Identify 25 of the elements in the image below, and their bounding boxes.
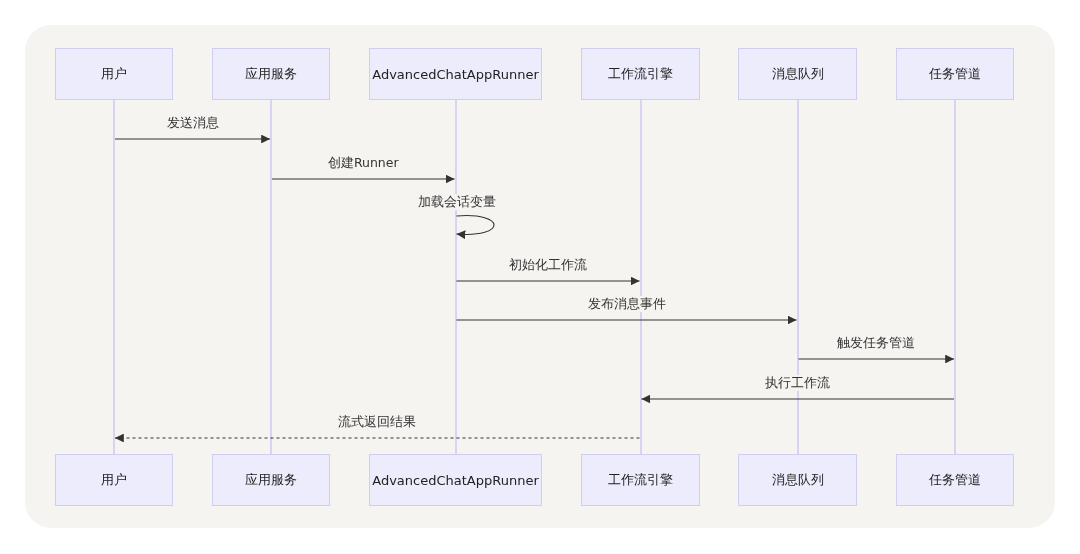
participant-box: 工作流引擎: [581, 454, 700, 506]
message-arrow: [640, 394, 955, 404]
participant-box: 应用服务: [212, 454, 330, 506]
message-label: 初始化工作流: [506, 257, 590, 273]
message-arrow: [271, 174, 456, 184]
self-message-arrow: [455, 215, 495, 239]
message-arrow: [455, 315, 798, 325]
message-arrow: [114, 134, 271, 144]
participant-box: 消息队列: [738, 454, 857, 506]
lifeline: [113, 100, 115, 454]
message-arrow: [797, 354, 955, 364]
participant-box: AdvancedChatAppRunner: [369, 48, 542, 100]
lifeline: [270, 100, 272, 454]
participant-box: 应用服务: [212, 48, 330, 100]
lifeline: [954, 100, 956, 454]
participant-box: 工作流引擎: [581, 48, 700, 100]
lifeline: [454, 100, 457, 454]
message-arrow: [455, 276, 641, 286]
participant-box: 用户: [55, 48, 173, 100]
participant-box: 消息队列: [738, 48, 857, 100]
participant-box: 任务管道: [896, 48, 1014, 100]
participant-box: 任务管道: [896, 454, 1014, 506]
participant-box: AdvancedChatAppRunner: [369, 454, 542, 506]
dashed-return-arrow: [114, 433, 641, 443]
participant-box: 用户: [55, 454, 173, 506]
